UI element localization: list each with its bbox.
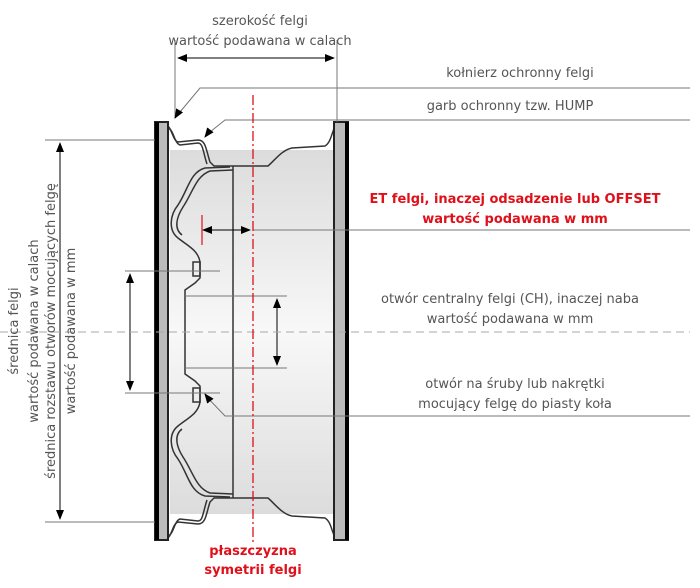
flange-label: kołnierz ochronny felgi: [446, 66, 594, 81]
hump-label: garb ochronny tzw. HUMP: [426, 99, 594, 114]
center-bore-label: otwór centralny felgi (CH), inaczej naba…: [381, 292, 639, 327]
rim-profile-top: [164, 123, 338, 332]
bolt-circle-label: średnica rozstawu otworów mocujących fel…: [44, 183, 79, 479]
